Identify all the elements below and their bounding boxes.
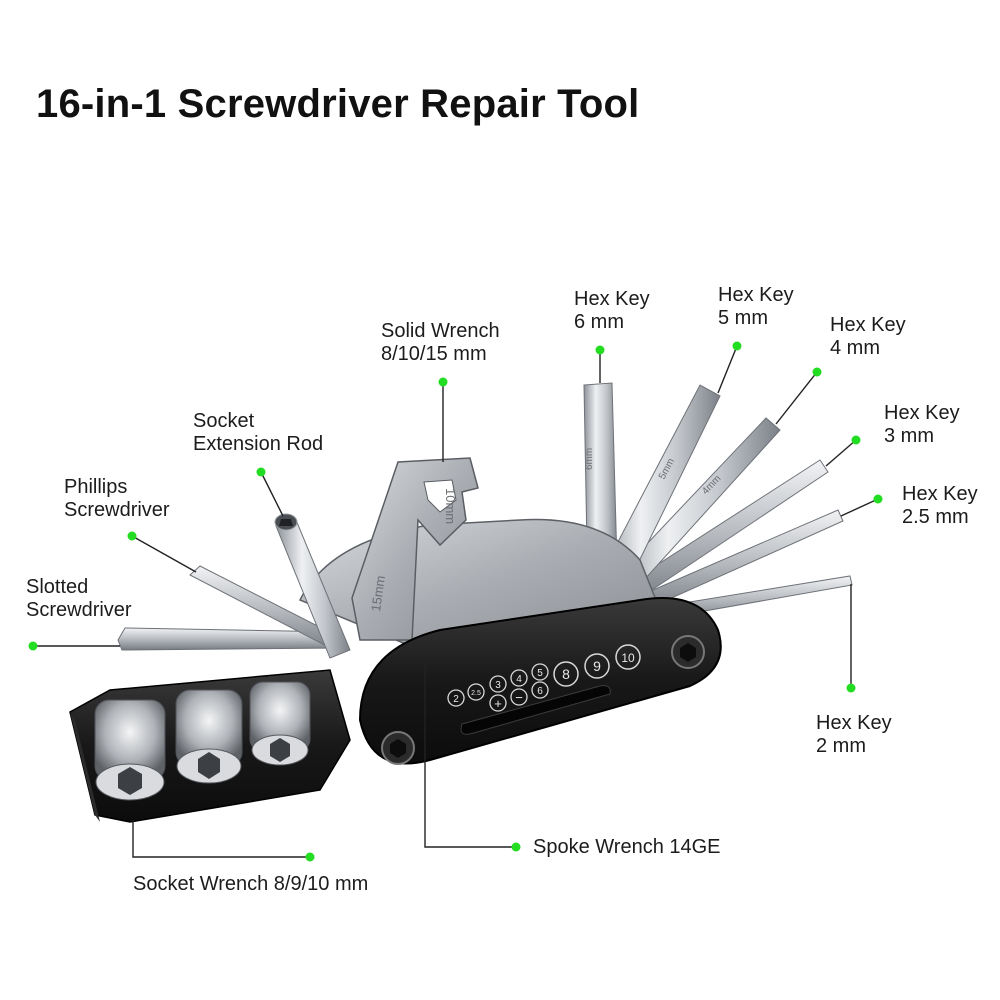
leader-phillips [131, 535, 197, 573]
page-title: 16-in-1 Screwdriver Repair Tool [36, 82, 640, 126]
leader-hex-2-5 [840, 498, 879, 517]
label-line: 3 mm [884, 425, 934, 447]
screwdrivers [117, 565, 346, 653]
label-line: 2.5 mm [902, 506, 969, 528]
label-hex-key-2mm: Hex Key 2 mm [816, 712, 892, 758]
size-10: 10 [621, 651, 635, 665]
callout-dot-hex-2 [846, 683, 856, 693]
label-line: Spoke Wrench 14GE [533, 836, 721, 858]
leader-hex-3 [825, 439, 857, 467]
leader-socket-extension [260, 471, 284, 517]
sockets [94, 681, 311, 801]
callout-dot-slotted [28, 641, 38, 651]
wrench-mark-15mm: 15mm [368, 575, 388, 613]
leader-lines [33, 345, 879, 858]
callout-dot-hex-4 [812, 367, 822, 377]
label-line: Slotted [26, 576, 89, 598]
size-engravings: 2 2.5 3 4 5 + − 6 8 9 10 [447, 644, 641, 712]
label-line: Hex Key [830, 314, 906, 336]
socket-9mm [175, 689, 243, 784]
label-socket-extension-rod: Socket Extension Rod [193, 410, 323, 456]
size-8: 8 [562, 666, 570, 682]
label-line: Hex Key [902, 483, 978, 505]
size-6: 6 [537, 686, 543, 697]
label-line: Extension Rod [193, 433, 324, 455]
label-line: 6 mm [574, 311, 624, 333]
label-slotted-screwdriver: Slotted Screwdriver [26, 576, 132, 622]
callout-dot-hex-2-5 [873, 494, 883, 504]
callout-dot-solid-wrench [438, 377, 448, 387]
size-2: 2 [453, 694, 459, 705]
leader-spoke-wrench [424, 655, 516, 848]
leader-hex-4 [775, 371, 818, 425]
callout-dot-phillips [127, 531, 137, 541]
callout-dot-socket-wrench [305, 852, 315, 862]
label-hex-key-3mm: Hex Key 3 mm [884, 402, 960, 448]
label-line: Hex Key [574, 288, 650, 310]
key-mark-6mm: 6mm [584, 448, 595, 470]
label-hex-key-2-5mm: Hex Key 2.5 mm [902, 483, 978, 529]
label-line: Socket [193, 410, 255, 432]
hex-keys: 6mm 5mm 4mm [583, 382, 853, 623]
size-9: 9 [593, 658, 601, 674]
label-line: Solid Wrench [381, 320, 500, 342]
label-line: 5 mm [718, 307, 768, 329]
label-line: Hex Key [884, 402, 960, 424]
label-line: Phillips [64, 476, 128, 498]
callout-dot-socket-extension [256, 467, 266, 477]
callout-dot-hex-6 [595, 345, 605, 355]
callout-dot-hex-5 [732, 341, 742, 351]
symbol-plus: + [494, 696, 502, 711]
size-5: 5 [537, 668, 543, 679]
size-3: 3 [495, 680, 501, 691]
label-spoke-wrench: Spoke Wrench 14GE [533, 836, 721, 859]
socket-10mm [249, 681, 311, 766]
label-line: Hex Key [816, 712, 892, 734]
label-line: Screwdriver [64, 499, 170, 521]
callout-dots [28, 341, 883, 862]
label-line: 8/10/15 mm [381, 343, 487, 365]
socket-extension-rod [274, 513, 351, 659]
label-socket-wrench: Socket Wrench 8/9/10 mm [133, 873, 368, 896]
label-hex-key-5mm: Hex Key 5 mm [718, 284, 794, 330]
solid-wrench: 10mm 15mm [351, 457, 479, 641]
label-line: Hex Key [718, 284, 794, 306]
label-phillips-screwdriver: Phillips Screwdriver [64, 476, 170, 522]
callout-dot-hex-3 [851, 435, 861, 445]
label-line: 2 mm [816, 735, 866, 757]
size-4: 4 [516, 674, 522, 685]
label-line: Screwdriver [26, 599, 132, 621]
symbol-minus: − [515, 690, 523, 705]
label-hex-key-4mm: Hex Key 4 mm [830, 314, 906, 360]
label-solid-wrench: Solid Wrench 8/10/15 mm [381, 320, 500, 366]
leader-hex-5 [717, 345, 738, 394]
size-2-5: 2.5 [471, 690, 481, 697]
label-line: Socket Wrench 8/9/10 mm [133, 873, 369, 895]
callout-dot-spoke-wrench [511, 842, 521, 852]
label-hex-key-6mm: Hex Key 6 mm [574, 288, 650, 334]
socket-8mm [94, 699, 166, 801]
label-line: 4 mm [830, 337, 880, 359]
tool-body [358, 597, 722, 765]
leader-socket-wrench [132, 820, 310, 858]
wrench-mark-10mm: 10mm [443, 488, 458, 524]
